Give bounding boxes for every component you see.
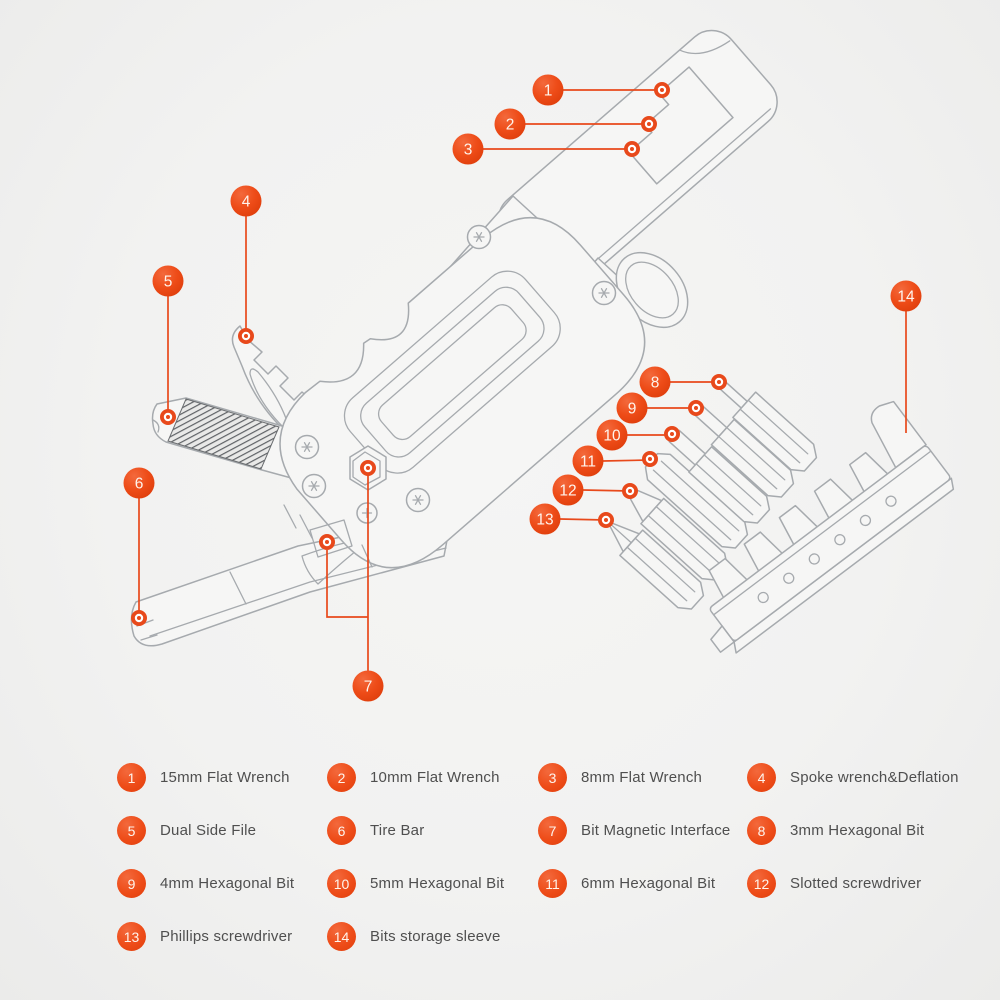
legend-item: 7 Bit Magnetic Interface	[538, 816, 747, 845]
callout-badges: 1 2 3 4 5 6 7 8 9 10 11 12 13 14	[123, 74, 922, 702]
legend-badge: 6	[327, 816, 356, 845]
legend-item: 11 6mm Hexagonal Bit	[538, 869, 747, 898]
svg-text:8: 8	[651, 375, 660, 392]
legend-label: 8mm Flat Wrench	[581, 769, 703, 786]
legend-item: 2 10mm Flat Wrench	[327, 763, 538, 792]
bits-storage-sleeve	[708, 400, 955, 654]
svg-text:5: 5	[164, 274, 173, 291]
legend-item: 12 Slotted screwdriver	[747, 869, 992, 898]
legend-badge: 8	[747, 816, 776, 845]
legend-item: 13 Phillips screwdriver	[117, 922, 327, 951]
legend-label: Spoke wrench&Deflation	[790, 769, 959, 786]
svg-text:7: 7	[364, 679, 373, 696]
svg-text:14: 14	[897, 289, 915, 306]
legend-item: 8 3mm Hexagonal Bit	[747, 816, 992, 845]
legend-item: 4 Spoke wrench&Deflation	[747, 763, 992, 792]
hex-bit-4mm	[693, 404, 795, 498]
callout-badge-10: 10	[596, 419, 628, 451]
multitool-main-body	[279, 217, 646, 569]
legend-badge: 3	[538, 763, 567, 792]
svg-text:2: 2	[506, 117, 515, 134]
legend-badge: 5	[117, 816, 146, 845]
callout-badge-7: 7	[352, 670, 384, 702]
callout-badge-5: 5	[152, 265, 184, 297]
legend-badge: 13	[117, 922, 146, 951]
legend-label: 4mm Hexagonal Bit	[160, 875, 295, 892]
callout-badge-13: 13	[529, 503, 561, 535]
legend-item: 10 5mm Hexagonal Bit	[327, 869, 538, 898]
legend-badge: 10	[327, 869, 356, 898]
torx-screw	[294, 224, 617, 524]
callout-badge-3: 3	[452, 133, 484, 165]
legend-item: 1 15mm Flat Wrench	[117, 763, 327, 792]
legend-item: 5 Dual Side File	[117, 816, 327, 845]
leader-lines	[138, 89, 907, 671]
legend-label: Tire Bar	[370, 822, 425, 839]
legend-label: 10mm Flat Wrench	[370, 769, 500, 786]
legend-label: Bit Magnetic Interface	[581, 822, 731, 839]
hex-bit-3mm	[717, 379, 818, 472]
legend-badge: 7	[538, 816, 567, 845]
callout-badge-9: 9	[616, 392, 648, 424]
legend-badge: 4	[747, 763, 776, 792]
legend-label: 6mm Hexagonal Bit	[581, 875, 716, 892]
ring-markers	[131, 82, 727, 626]
callout-badge-6: 6	[123, 467, 155, 499]
legend-badge: 12	[747, 869, 776, 898]
svg-text:1: 1	[544, 83, 553, 100]
svg-text:13: 13	[536, 512, 553, 529]
legend-item: 9 4mm Hexagonal Bit	[117, 869, 327, 898]
svg-text:6: 6	[135, 476, 144, 493]
legend-badge: 9	[117, 869, 146, 898]
bit-interface-slot	[309, 519, 353, 558]
parts-legend: 1 15mm Flat Wrench 2 10mm Flat Wrench 3 …	[117, 751, 992, 963]
callout-badge-11: 11	[572, 445, 604, 477]
phillips-screwdriver-bit	[606, 520, 705, 610]
legend-badge: 11	[538, 869, 567, 898]
legend-label: 5mm Hexagonal Bit	[370, 875, 505, 892]
svg-text:11: 11	[580, 454, 596, 471]
callout-badge-4: 4	[230, 185, 262, 217]
svg-text:12: 12	[559, 483, 576, 500]
legend-badge: 14	[327, 922, 356, 951]
svg-text:9: 9	[628, 401, 637, 418]
legend-item: 6 Tire Bar	[327, 816, 538, 845]
svg-text:3: 3	[464, 142, 473, 159]
callout-badge-14: 14	[890, 280, 922, 312]
legend-badge: 1	[117, 763, 146, 792]
callout-badge-8: 8	[639, 366, 671, 398]
legend-label: Phillips screwdriver	[160, 928, 293, 945]
callout-badge-12: 12	[552, 474, 584, 506]
legend-label: 3mm Hexagonal Bit	[790, 822, 925, 839]
legend-item: 14 Bits storage sleeve	[327, 922, 538, 951]
dual-side-file-tool	[151, 397, 313, 480]
sleeve-holes	[757, 495, 897, 604]
callout-badge-1: 1	[532, 74, 564, 106]
legend-badge: 2	[327, 763, 356, 792]
svg-text:10: 10	[603, 428, 621, 445]
legend-label: Slotted screwdriver	[790, 875, 922, 892]
legend-label: 15mm Flat Wrench	[160, 769, 290, 786]
legend-label: Bits storage sleeve	[370, 928, 501, 945]
callout-badge-2: 2	[494, 108, 526, 140]
legend-label: Dual Side File	[160, 822, 257, 839]
multitool-exploded-diagram: 1 2 3 4 5 6 7 8 9 10 11 12 13 14	[123, 29, 955, 702]
legend-item: 3 8mm Flat Wrench	[538, 763, 747, 792]
hex-bits-set	[606, 379, 818, 610]
svg-text:4: 4	[242, 194, 251, 211]
